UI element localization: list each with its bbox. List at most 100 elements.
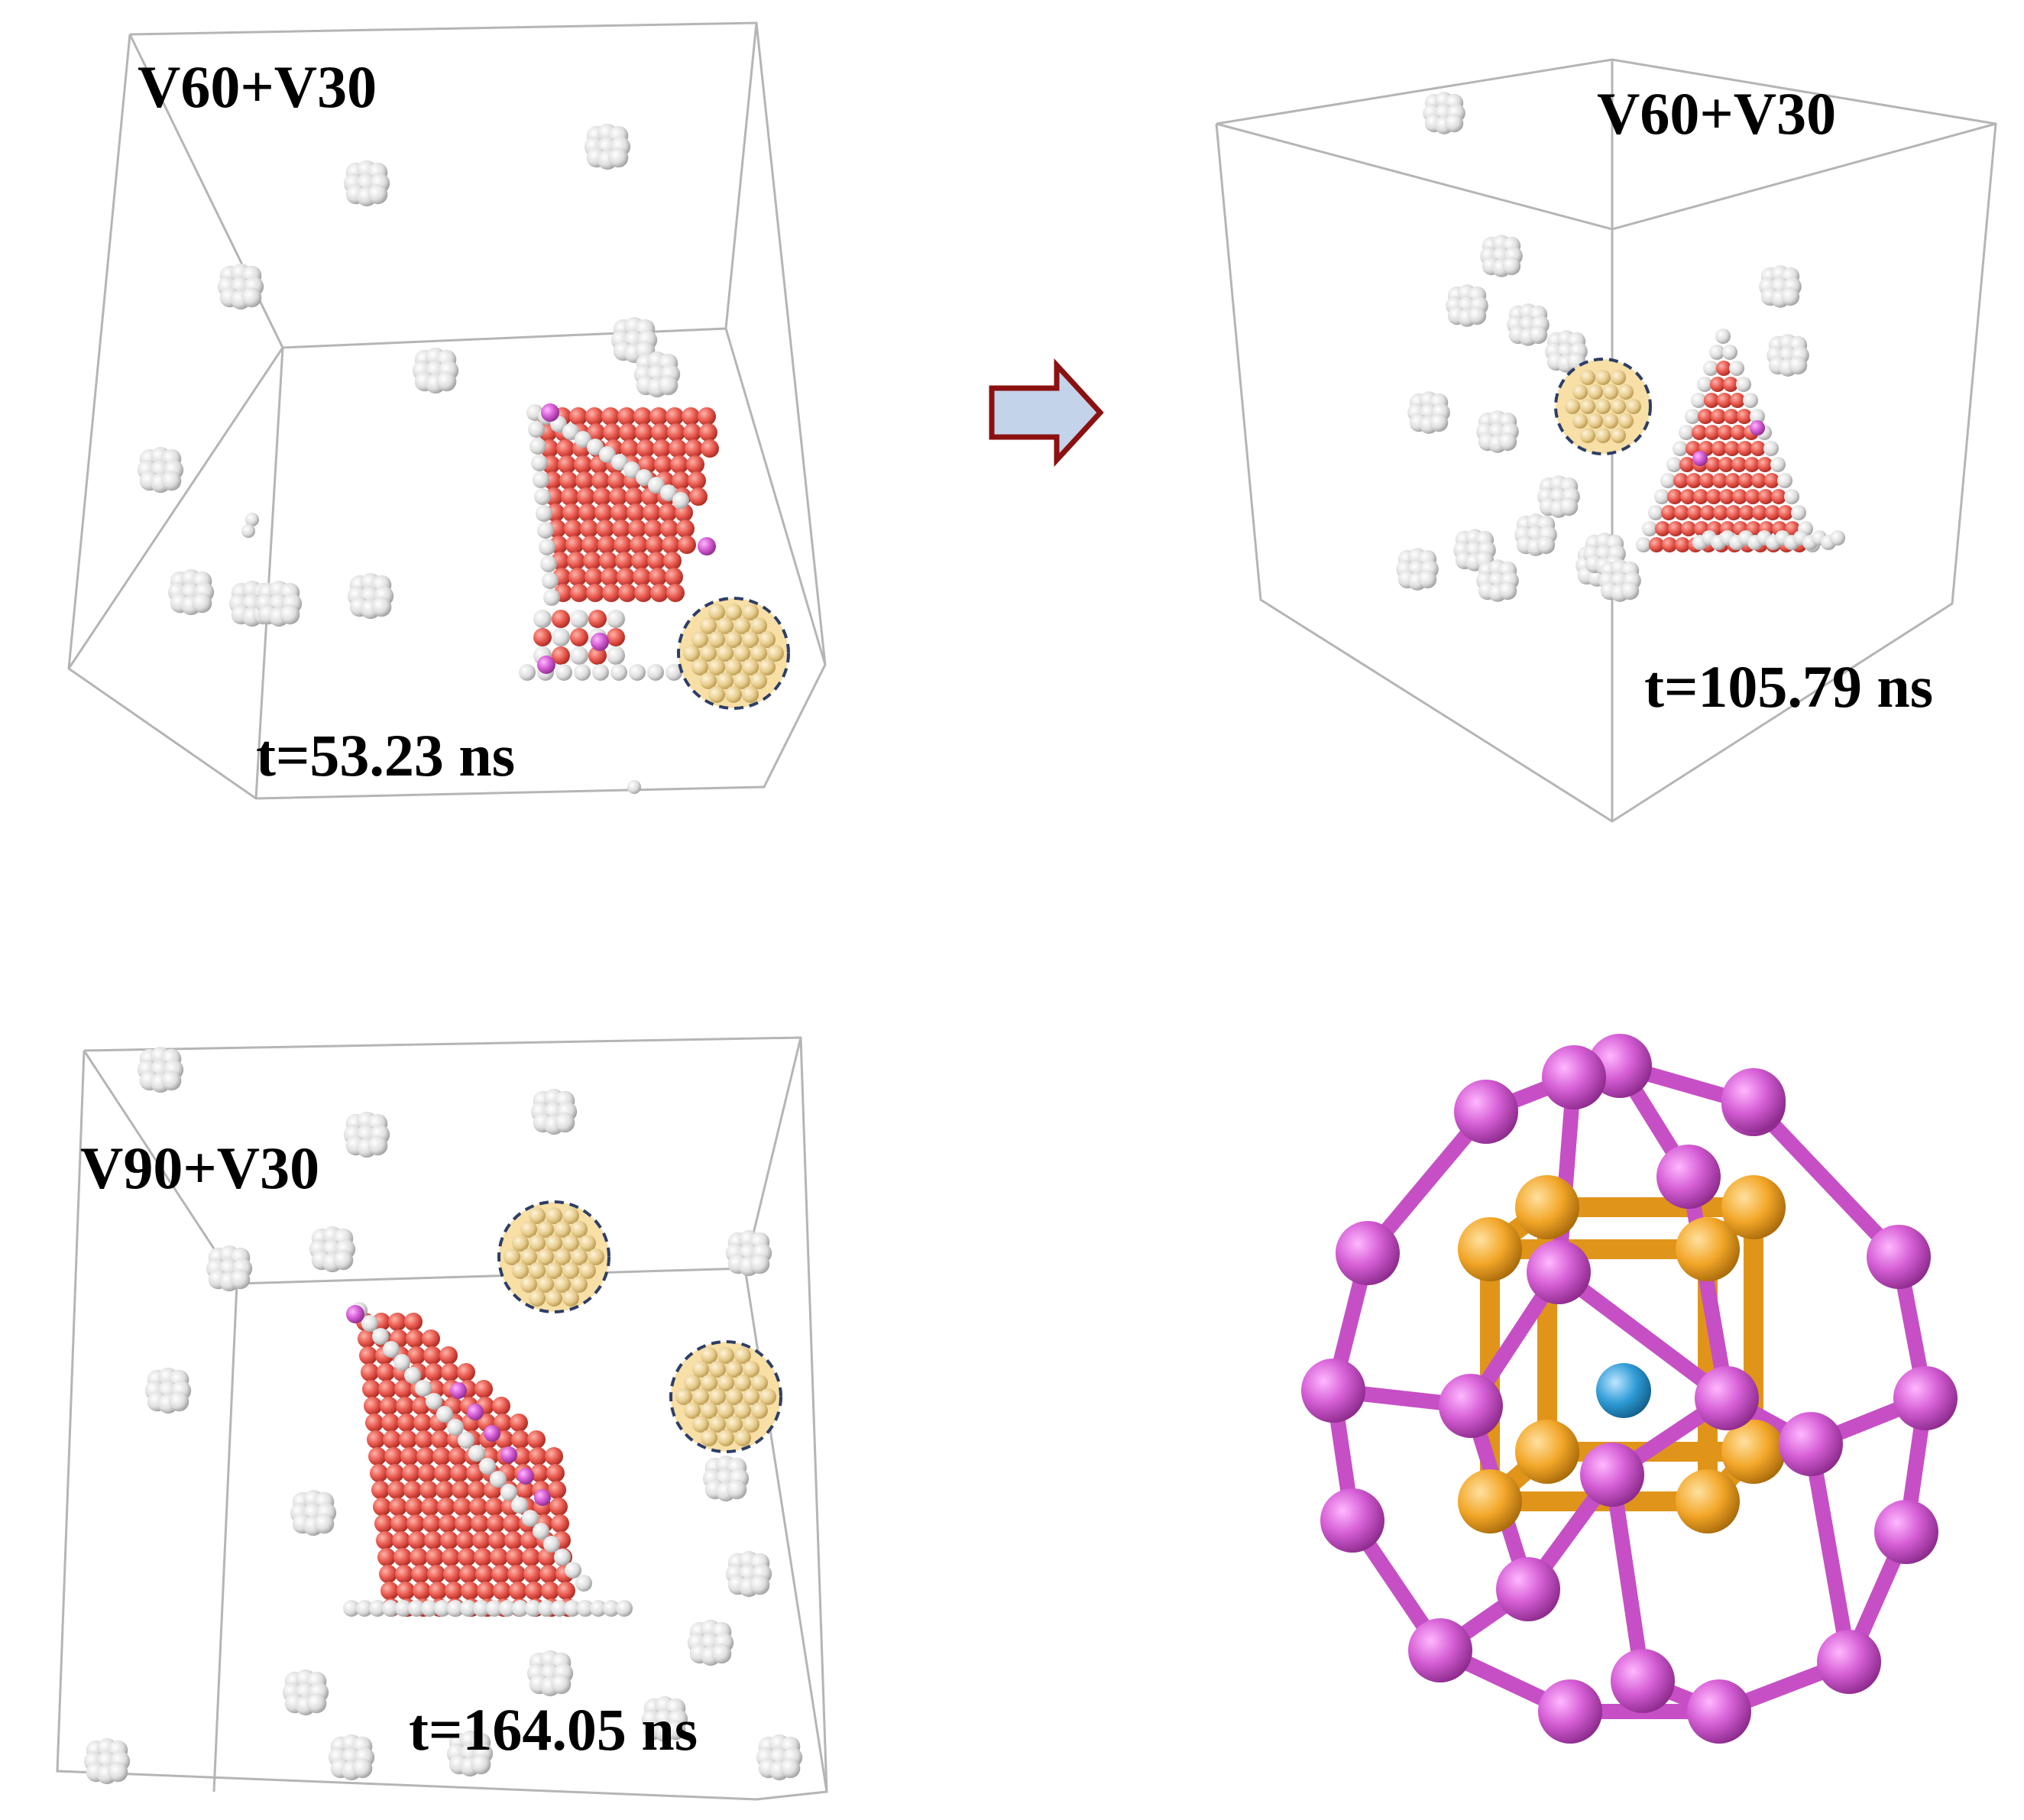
cage-atom [1874,1500,1938,1564]
void-atom [487,1514,505,1533]
cluster-atom [734,1402,751,1419]
void-atom [667,423,685,442]
void-atom [359,1346,377,1365]
void-atom [545,1447,563,1465]
void-atom [443,1565,461,1583]
cluster-atom [471,1754,491,1775]
void-atom [381,1414,400,1432]
vacancy-cluster [328,1734,375,1781]
edge-atom [575,431,591,448]
void-atom [367,1430,385,1449]
void-atom [1730,393,1745,408]
void-atom [364,1397,382,1415]
void-atom [1681,521,1696,536]
void-atom [1777,473,1792,488]
cluster-atom [1621,581,1640,601]
void-atom [633,407,652,426]
edge-atom [372,1328,389,1345]
void-atom [617,407,636,426]
void-atom [1770,457,1786,472]
void-atom [581,536,600,554]
void-atom [570,610,588,628]
void-atom [461,1582,479,1600]
void-atom [583,552,601,570]
vacancy-cluster [1583,533,1626,575]
void-atom [1737,409,1752,424]
cluster-atom [780,1758,801,1779]
void-atom [1700,505,1715,520]
edge-atom [537,522,554,539]
bond [1681,1169,1734,1406]
cluster-atom [1618,384,1634,400]
cluster-atom [1588,413,1603,429]
void-atom [522,1548,540,1566]
cluster-atom [579,1235,596,1252]
edge-atom [517,1468,534,1485]
edge-atom [534,1489,551,1506]
void-atom [533,610,552,628]
edge-atom [554,1549,571,1566]
cluster-atom [743,1361,759,1378]
cluster-atom [708,686,725,703]
cluster-atom [759,1388,776,1405]
void-atom [407,1346,426,1365]
void-atom [403,1481,422,1499]
vacancy-cluster [446,1730,494,1777]
void-atom [1711,409,1726,424]
cluster-atom [1781,287,1800,306]
cluster-atom [1603,384,1618,400]
void-atom [620,439,639,458]
edge-atom [599,446,616,463]
void-atom [1731,425,1746,440]
edge-atom [458,1432,474,1449]
cluster-atom [562,1262,579,1279]
edge-atom [1750,420,1765,436]
cluster-atom [742,604,759,620]
void-atom [477,1582,495,1600]
void-atom [379,1565,397,1583]
cluster-atom [546,1207,562,1224]
void-atom [368,1447,387,1465]
composition-label: V60+V30 [138,53,377,120]
vacancy-cluster [217,263,264,310]
void-atom [552,646,570,665]
edge-atom [404,1367,421,1384]
edge-atom [616,1600,633,1617]
void-atom [607,628,625,646]
void-atom [570,628,588,646]
void-atom [1668,521,1683,536]
cluster-atom [1611,399,1626,414]
cluster-atom [571,1276,588,1293]
vacancy-cluster [1598,559,1641,602]
void-atom [609,487,627,506]
void-atom [452,1481,470,1499]
cluster-atom [708,631,725,648]
edge-atom [395,1600,412,1617]
composition-label: V60+V30 [1597,80,1836,147]
cluster-atom [684,1402,701,1419]
edge-atom [499,1600,516,1617]
void-atom [503,1514,521,1533]
void-atom [427,1565,445,1583]
bond [1605,1467,1650,1689]
void-atom [415,1430,433,1449]
void-atom [646,536,664,554]
cluster-atom [709,1361,726,1378]
cluster-atom [1498,432,1517,452]
cluster-atom [169,1391,189,1412]
void-atom [682,407,700,426]
void-atom [1732,489,1747,504]
void-atom [617,568,635,586]
void-atom [607,610,625,628]
void-atom [1686,473,1702,488]
atom [245,513,259,526]
cluster-atom [734,1430,751,1446]
void-atom [1673,473,1689,488]
cluster-atom [1603,413,1618,429]
void-atom [431,1430,449,1449]
void-atom [610,504,629,522]
cluster-atom [529,1290,546,1307]
void-atom [378,1380,397,1398]
cluster-atom [241,287,262,308]
void-atom [1661,505,1676,520]
